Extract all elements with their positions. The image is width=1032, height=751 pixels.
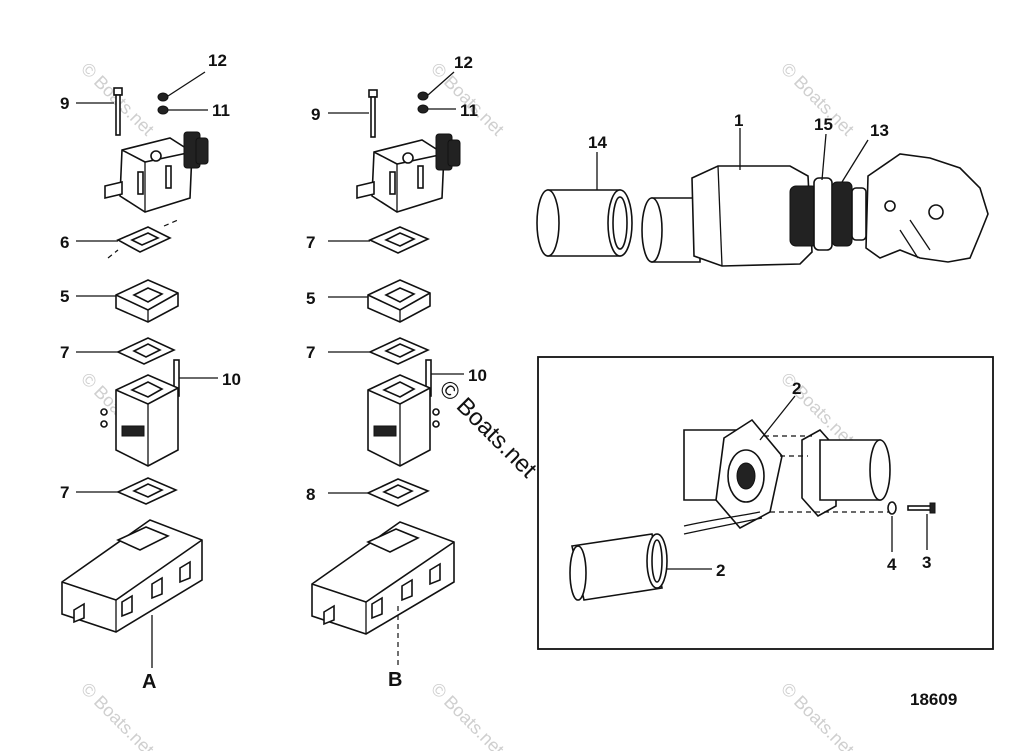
callout-13: 13: [870, 121, 889, 140]
watermark: © Boats.net: [777, 679, 858, 751]
figure-number: 18609: [910, 690, 957, 709]
callout-10: 10: [222, 370, 241, 389]
callout-8: 8: [306, 485, 315, 504]
callout-12: 12: [208, 51, 227, 70]
washer: [887, 501, 897, 515]
callout-5: 5: [60, 287, 69, 306]
variant-label-b: B: [388, 669, 402, 691]
washer: [417, 104, 429, 114]
gasket: [368, 226, 430, 254]
bolt: [368, 89, 378, 138]
callout-5: 5: [306, 289, 315, 308]
callout-6: 6: [60, 233, 69, 252]
callout-7: 7: [60, 483, 69, 502]
variant-label-a: A: [142, 671, 156, 693]
callout-10: 10: [468, 366, 487, 385]
watermark: © Boats.net: [427, 679, 508, 751]
exhaust-elbow: [104, 131, 209, 213]
spacer-block: [367, 279, 431, 323]
callout-7: 7: [306, 343, 315, 362]
callout-7: 7: [306, 233, 315, 252]
gasket: [116, 477, 178, 505]
callout-14: 14: [588, 133, 607, 152]
exhaust-elbow: [356, 133, 461, 213]
gasket: [368, 337, 430, 365]
gasket: [116, 337, 176, 365]
exhaust-manifold: [61, 519, 203, 633]
washer: [157, 105, 169, 115]
callout-1: 1: [734, 111, 743, 130]
nut: [157, 92, 169, 102]
callout-4: 4: [887, 555, 897, 574]
sensor-detail: [569, 418, 936, 601]
center-watermark: © Boats.net: [434, 375, 542, 483]
callout-9: 9: [311, 105, 320, 124]
stack-a: [61, 71, 218, 668]
exhaust-riser: [100, 374, 179, 467]
stack-b: [311, 71, 464, 668]
callout-2: 2: [716, 561, 725, 580]
callout-2: 2: [792, 379, 801, 398]
callout-3: 3: [922, 553, 931, 572]
callout-11: 11: [212, 101, 230, 120]
detail-inset-frame: [537, 356, 994, 650]
exhaust-manifold: [311, 521, 455, 635]
callout-11: 11: [460, 101, 478, 120]
gasket: [366, 478, 430, 507]
nut: [417, 91, 429, 101]
exhaust-riser: [367, 374, 440, 467]
screw: [907, 505, 933, 511]
callout-7: 7: [60, 343, 69, 362]
callout-9: 9: [60, 94, 69, 113]
callout-12: 12: [454, 53, 473, 72]
bolt: [113, 87, 123, 136]
exhaust-pipe-assembly: [536, 152, 989, 267]
spacer-block: [115, 279, 179, 323]
gasket: [107, 219, 179, 259]
sleeve: [536, 189, 633, 257]
callout-15: 15: [814, 115, 833, 134]
